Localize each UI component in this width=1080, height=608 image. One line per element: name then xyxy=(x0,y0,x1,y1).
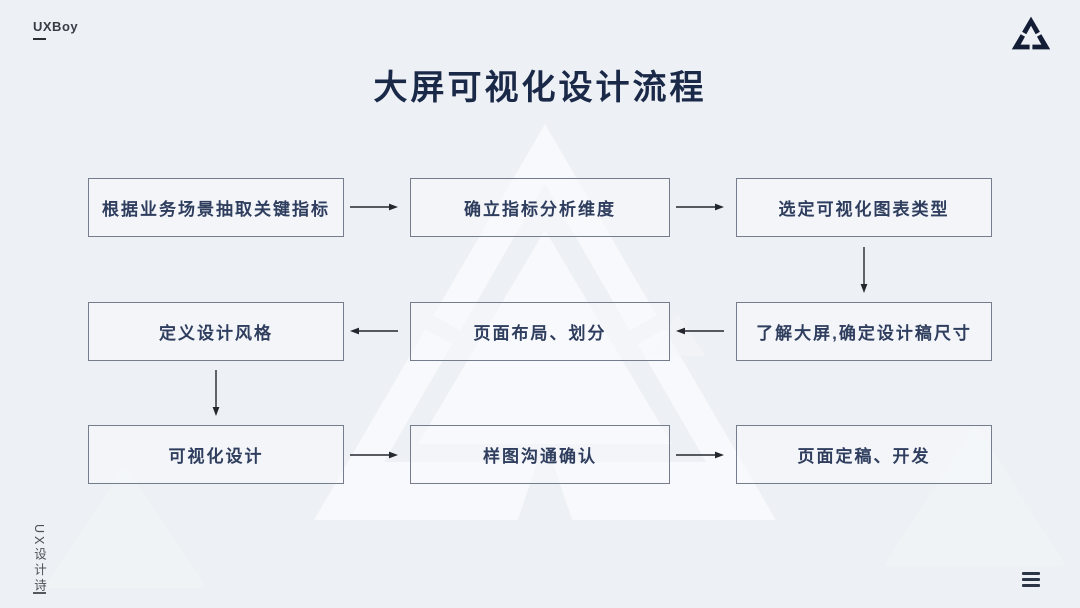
brand-name: UXBoy xyxy=(33,19,79,34)
flow-step-1-label: 根据业务场景抽取关键指标 xyxy=(102,200,330,219)
flow-step-1: 根据业务场景抽取关键指标 xyxy=(88,178,344,237)
flow-step-9: 页面定稿、开发 xyxy=(736,425,992,484)
flow-step-7: 可视化设计 xyxy=(88,425,344,484)
flow-step-7-label: 可视化设计 xyxy=(168,447,264,466)
vertical-brand-dash xyxy=(33,592,46,594)
brand-dash xyxy=(33,38,46,40)
flow-step-9-label: 页面定稿、开发 xyxy=(797,447,931,466)
arrow-right-icon xyxy=(676,203,724,211)
flow-step-2: 确立指标分析维度 xyxy=(410,178,670,237)
arrow-down-icon xyxy=(212,370,220,416)
arrow-left-icon xyxy=(676,327,724,335)
flow-step-6: 定义设计风格 xyxy=(88,302,344,361)
flow-step-8-label: 样图沟通确认 xyxy=(483,447,597,466)
vertical-brand-text: UX设计诗 xyxy=(32,524,46,594)
hamburger-menu-icon[interactable] xyxy=(1022,572,1040,587)
flow-step-5-label: 页面布局、划分 xyxy=(473,324,607,343)
brand-mark: UXBoy xyxy=(33,19,78,40)
flow-step-3-label: 选定可视化图表类型 xyxy=(778,200,950,219)
triangle-logo-icon xyxy=(1011,16,1051,51)
hamburger-bar xyxy=(1022,578,1040,581)
arrow-right-icon xyxy=(350,451,398,459)
flow-step-4: 了解大屏,确定设计稿尺寸 xyxy=(736,302,992,361)
arrow-left-icon xyxy=(350,327,398,335)
arrow-down-icon xyxy=(860,247,868,293)
hamburger-bar xyxy=(1022,572,1040,575)
flow-step-8: 样图沟通确认 xyxy=(410,425,670,484)
page-title: 大屏可视化设计流程 xyxy=(373,69,707,107)
hamburger-bar xyxy=(1022,584,1040,587)
flow-step-4-label: 了解大屏,确定设计稿尺寸 xyxy=(756,324,972,343)
flow-step-6-label: 定义设计风格 xyxy=(159,324,273,343)
flow-step-2-label: 确立指标分析维度 xyxy=(464,200,616,219)
arrow-right-icon xyxy=(350,203,398,211)
flow-step-3: 选定可视化图表类型 xyxy=(736,178,992,237)
flow-step-5: 页面布局、划分 xyxy=(410,302,670,361)
arrow-right-icon xyxy=(676,451,724,459)
